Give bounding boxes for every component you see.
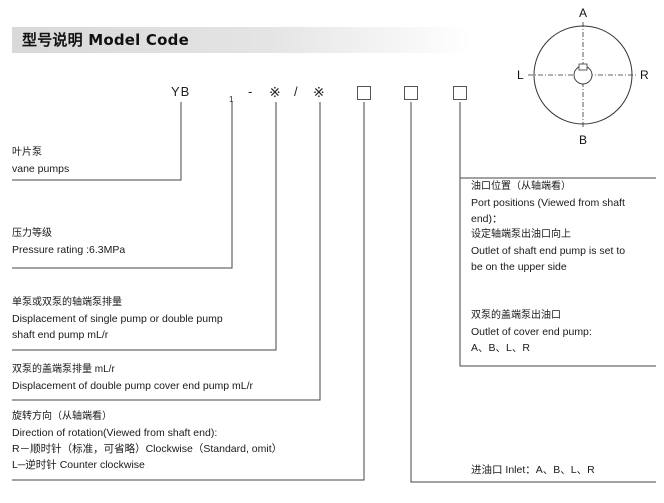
label-inlet: 进油口 Inlet：A、B、L、R <box>471 462 595 478</box>
code-box-rotation <box>357 86 371 100</box>
label-port-zh: 油口位置（从轴端看） <box>471 181 571 192</box>
label-rotation-en: Direction of rotation(Viewed from shaft … <box>12 427 218 439</box>
label-single-en-1: Displacement of single pump or double pu… <box>12 313 223 325</box>
line-vane <box>12 102 182 181</box>
port-label-l: L <box>517 68 524 82</box>
label-port-en-1: Port positions (Viewed from shaft <box>471 197 625 209</box>
label-vane-en: vane pumps <box>12 163 70 175</box>
label-double-zh: 双泵的盖端泵排量 mL/r <box>12 364 115 375</box>
label-double-en: Displacement of double pump cover end pu… <box>12 380 254 392</box>
code-dash: - <box>248 84 253 99</box>
label-cover-zh: 双泵的盖端泵出油口 <box>471 310 561 321</box>
label-inlet-text: 进油口 Inlet：A、B、L、R <box>471 464 595 476</box>
label-pressure-en: Pressure rating :6.3MPa <box>12 244 126 256</box>
label-pressure-zh: 压力等级 <box>12 228 52 239</box>
line-port <box>459 102 656 367</box>
label-rotation-r: R－顺时针（标准，可省略）Clockwise（Standard, omit） <box>12 443 283 455</box>
label-cover-en: Outlet of cover end pump: <box>471 326 592 338</box>
line-rotation <box>12 102 365 481</box>
code-mark-1: ※ <box>269 84 281 100</box>
code-box-inlet <box>404 86 418 100</box>
port-label-r: R <box>640 68 649 82</box>
label-single: 单泵或双泵的轴端泵排量 Displacement of single pump … <box>12 295 223 343</box>
label-rotation-l: L─逆时针 Counter clockwise <box>12 459 145 471</box>
port-label-b: B <box>579 133 588 147</box>
label-single-en-2: shaft end pump mL/r <box>12 329 109 341</box>
code-box-port <box>453 86 467 100</box>
label-rotation: 旋转方向（从轴端看） Direction of rotation(Viewed … <box>12 409 282 473</box>
line-single <box>12 102 277 351</box>
label-cover: 双泵的盖端泵出油口 Outlet of cover end pump: A、B、… <box>471 308 592 356</box>
line-double <box>12 102 321 401</box>
page-title: 型号说明 Model Code <box>22 31 189 49</box>
shaft-key <box>578 63 588 71</box>
label-vane: 叶片泵 vane pumps <box>12 145 69 177</box>
code-mark-2: ※ <box>313 84 325 100</box>
label-cover-ports: A、B、L、R <box>471 342 530 354</box>
label-vane-zh: 叶片泵 <box>12 147 42 158</box>
label-port-en-2: end)： <box>471 213 503 225</box>
label-double: 双泵的盖端泵排量 mL/r Displacement of double pum… <box>12 362 253 394</box>
label-port-en-3: Outlet of shaft end pump is set to <box>471 245 626 257</box>
port-label-a: A <box>579 6 588 20</box>
line-inlet <box>410 102 656 483</box>
line-pressure <box>12 102 233 269</box>
port-diagram <box>528 22 636 128</box>
code-yb: YB <box>171 84 191 99</box>
title-bar <box>12 27 472 53</box>
label-port-zh-2: 设定轴端泵出油口向上 <box>471 229 571 240</box>
code-slash: / <box>294 84 298 99</box>
label-single-zh: 单泵或双泵的轴端泵排量 <box>12 297 122 308</box>
code-subscript: 1 <box>229 95 234 104</box>
label-port-en-4: be on the upper side <box>471 261 567 273</box>
label-port: 油口位置（从轴端看） Port positions (Viewed from s… <box>471 179 625 275</box>
label-rotation-zh: 旋转方向（从轴端看） <box>12 411 112 422</box>
label-pressure: 压力等级 Pressure rating :6.3MPa <box>12 226 125 258</box>
